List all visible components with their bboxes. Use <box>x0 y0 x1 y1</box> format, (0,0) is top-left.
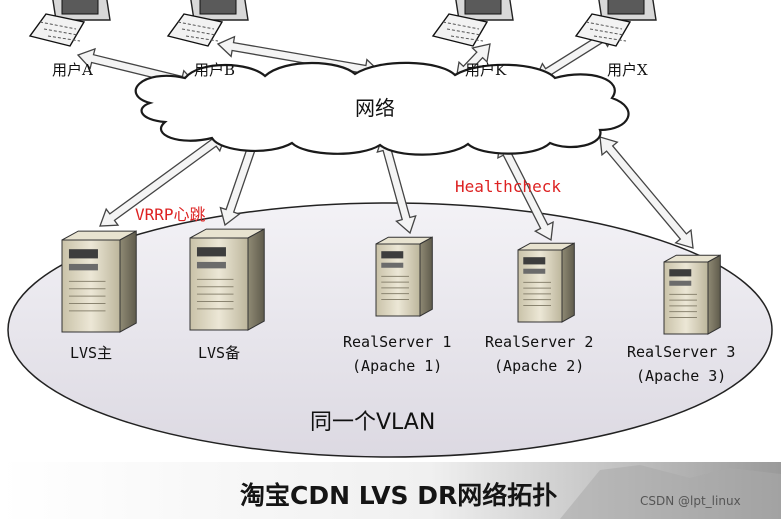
vrrp-label: VRRP心跳 <box>135 205 206 224</box>
realserver-2-server-icon <box>517 242 575 323</box>
realserver-2-sub: (Apache 2) <box>494 357 585 375</box>
realserver-3-sub: (Apache 3) <box>636 367 727 385</box>
realserver-3-name: RealServer 3 <box>627 343 736 361</box>
footer-texture <box>560 465 781 519</box>
lvs-master-label: LVS主 <box>70 344 113 362</box>
lvs-master-server-icon <box>61 230 137 333</box>
healthcheck-label: Healthcheck <box>455 177 561 196</box>
realserver-1-name: RealServer 1 <box>343 333 452 351</box>
arrow-realserver-3 <box>599 136 694 249</box>
lvs-backup-server-icon <box>189 228 265 331</box>
user-label-k: 用户K <box>465 61 507 79</box>
user-label-x: 用户X <box>607 61 648 79</box>
user-label-a: 用户A <box>52 61 93 79</box>
realserver-2-label: RealServer 2 (Apache 2) <box>485 330 593 378</box>
realserver-2-name: RealServer 2 <box>485 333 594 351</box>
diagram-title: 淘宝CDN LVS DR网络拓扑 <box>240 481 558 510</box>
realserver-1-label: RealServer 1 (Apache 1) <box>343 330 451 378</box>
realserver-1-server-icon <box>375 236 433 317</box>
realserver-1-sub: (Apache 1) <box>352 357 443 375</box>
user-k-computer-icon <box>431 0 514 47</box>
network-cloud <box>134 61 630 156</box>
user-a-computer-icon <box>28 0 111 47</box>
user-b-computer-icon <box>166 0 249 47</box>
vlan-label: 同一个VLAN <box>310 410 436 435</box>
network-label: 网络 <box>355 96 395 120</box>
user-computers <box>28 0 657 47</box>
user-label-b: 用户B <box>194 61 236 79</box>
servers-layer <box>61 228 721 335</box>
watermark: CSDN @lpt_linux <box>640 494 741 508</box>
lvs-backup-label: LVS备 <box>198 344 241 362</box>
realserver-3-server-icon <box>663 254 721 335</box>
user-x-computer-icon <box>574 0 657 47</box>
realserver-3-label: RealServer 3 (Apache 3) <box>627 340 735 388</box>
